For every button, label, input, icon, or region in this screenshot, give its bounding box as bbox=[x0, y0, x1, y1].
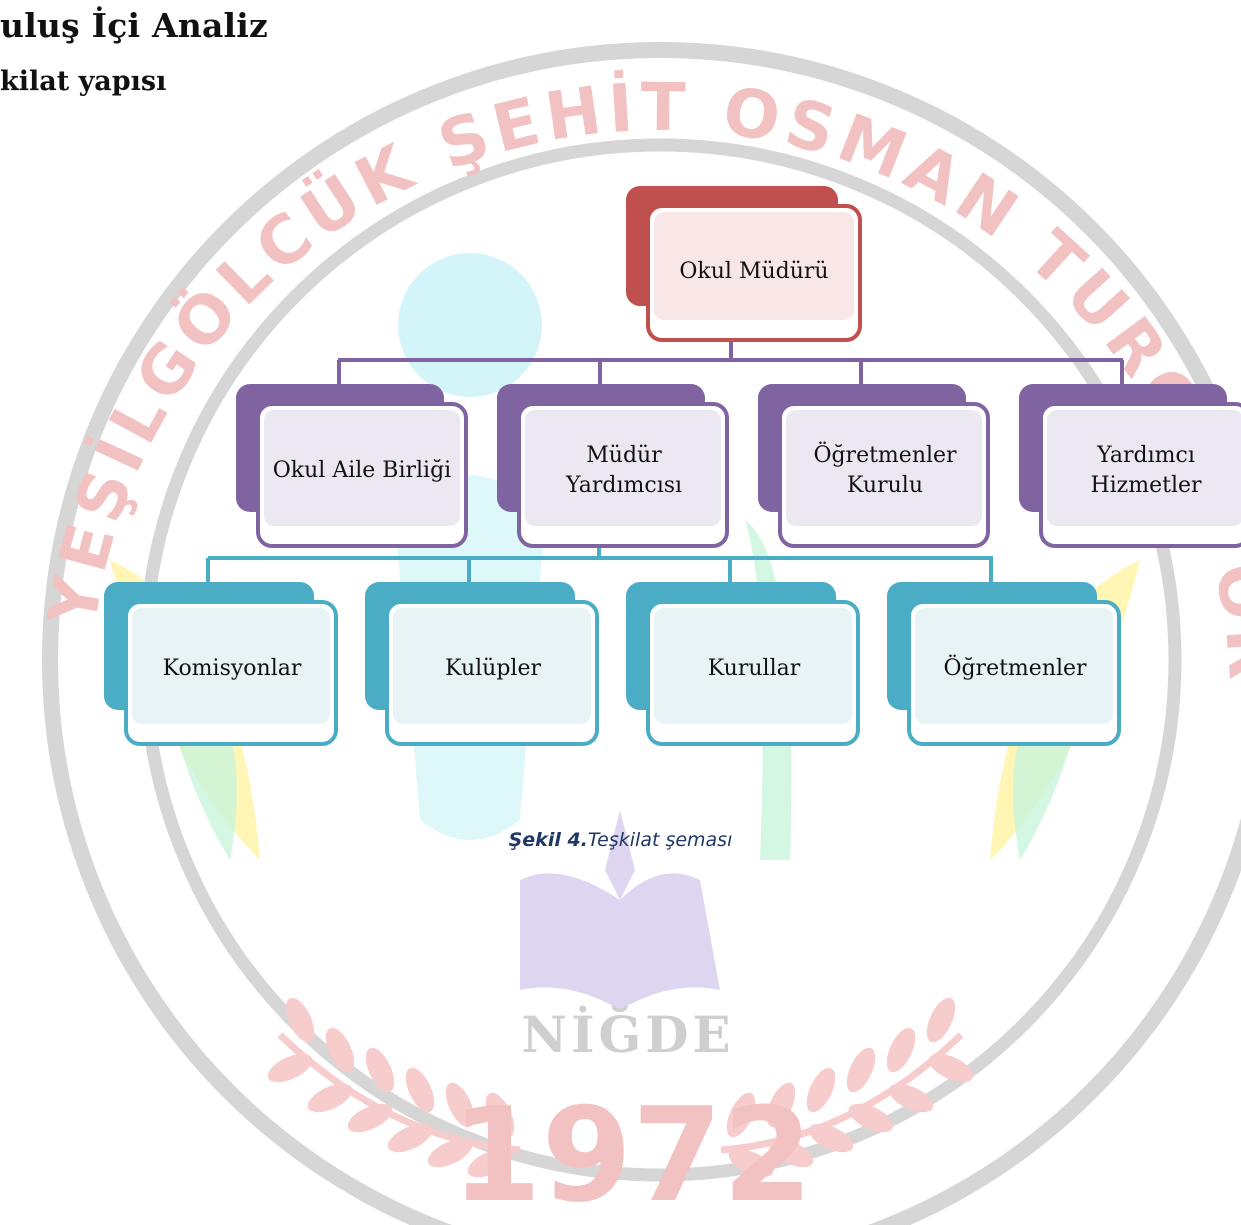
outer-ring bbox=[42, 42, 1241, 1225]
left-laurel-leaf bbox=[387, 1123, 433, 1153]
node-level3-3-fill bbox=[915, 608, 1113, 724]
node-level3-3 bbox=[887, 582, 1121, 746]
node-level2-1-fill bbox=[525, 410, 721, 526]
subsection-heading: kilat yapısı bbox=[0, 66, 167, 97]
logo-book-right-page bbox=[620, 873, 720, 1010]
left-laurel-leaf bbox=[365, 1047, 395, 1093]
laurel-left bbox=[267, 997, 521, 1178]
node-level2-0 bbox=[236, 384, 468, 548]
logo-book-left-page bbox=[520, 873, 620, 1010]
node-level2-2 bbox=[758, 384, 990, 548]
node-okul-muduru bbox=[626, 186, 862, 342]
laurel-right bbox=[720, 997, 974, 1178]
right-laurel-leaf bbox=[846, 1047, 876, 1093]
figure-caption: Şekil 4.Teşkilat şeması bbox=[0, 829, 1241, 851]
right-laurel-leaf bbox=[928, 1053, 974, 1083]
left-laurel-leaf bbox=[347, 1103, 393, 1133]
right-laurel-leaf bbox=[886, 1027, 916, 1073]
left-laurel-leaf bbox=[307, 1083, 353, 1113]
node-level3-2-fill bbox=[654, 608, 852, 724]
right-laurel-leaf bbox=[766, 1082, 796, 1128]
right-laurel-leaf bbox=[808, 1123, 854, 1153]
watermark-city: NİĞDE bbox=[521, 1004, 734, 1064]
figure-caption-text: Teşkilat şeması bbox=[587, 829, 733, 851]
node-level3-1 bbox=[365, 582, 599, 746]
left-laurel-leaf bbox=[467, 1148, 513, 1178]
right-laurel-leaf bbox=[926, 997, 956, 1043]
left-laurel-leaf bbox=[405, 1067, 435, 1113]
figure-caption-number: Şekil 4. bbox=[508, 829, 588, 851]
left-laurel-leaf bbox=[485, 1092, 515, 1138]
node-level2-3 bbox=[1019, 384, 1241, 548]
right-laurel-leaf bbox=[806, 1067, 836, 1113]
right-laurel-leaf bbox=[848, 1103, 894, 1133]
node-level2-1 bbox=[497, 384, 729, 548]
left-laurel-leaf bbox=[445, 1082, 475, 1128]
left-laurel-leaf bbox=[285, 997, 315, 1043]
node-level3-0-fill bbox=[132, 608, 330, 724]
right-laurel-leaf bbox=[728, 1148, 774, 1178]
node-level3-2 bbox=[626, 582, 860, 746]
left-laurel-leaf bbox=[267, 1053, 313, 1083]
right-laurel-leaf bbox=[768, 1138, 814, 1168]
node-level2-0-fill bbox=[264, 410, 460, 526]
node-level2-2-fill bbox=[786, 410, 982, 526]
node-level3-1-fill bbox=[393, 608, 591, 724]
node-level2-3-fill bbox=[1047, 410, 1241, 526]
node-level3-0 bbox=[104, 582, 338, 746]
right-laurel-leaf bbox=[726, 1092, 756, 1138]
left-laurel-leaf bbox=[325, 1027, 355, 1073]
right-laurel-leaf bbox=[888, 1083, 934, 1113]
left-laurel-leaf bbox=[427, 1138, 473, 1168]
node-okul-muduru-fill bbox=[654, 212, 854, 320]
section-heading: uluş İçi Analiz bbox=[0, 6, 268, 45]
watermark-year: 1972 bbox=[451, 1079, 813, 1225]
logo-pen-nib bbox=[605, 810, 635, 900]
